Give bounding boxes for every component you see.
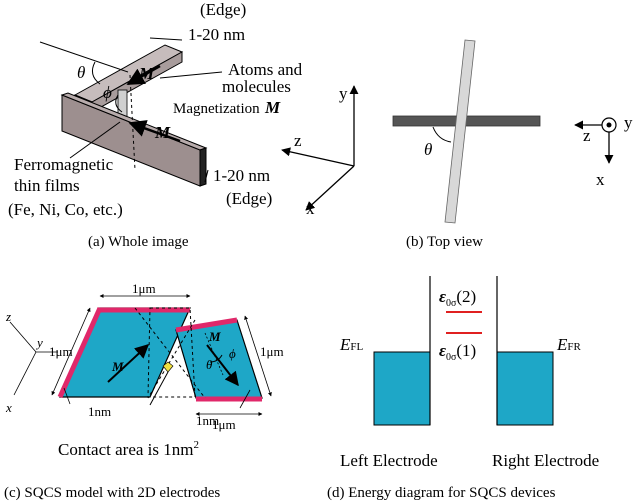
label-um-right: 1μm [260,344,284,359]
axis-y-a: y [339,84,348,103]
label-films-3: (Fe, Ni, Co, etc.) [8,200,123,219]
label-theta-a: θ [77,63,85,82]
axis-z-a: z [294,131,302,150]
label-level-1: ε0σ(1) [439,341,476,363]
dashed-axis [129,74,136,171]
axes-3d [281,85,359,211]
leader-films [69,121,121,159]
caption-a: (a) Whole image [88,234,189,250]
axis-x-line-c [13,351,37,396]
magnetization-arrow-left-c [107,344,150,383]
leader-edge-top [149,37,183,41]
label-level-2: ε0σ(2) [439,287,476,309]
label-theta-b: θ [424,140,432,159]
label-films-1: Ferromagnetic [14,155,114,174]
dim-nm-left [63,387,71,405]
label-um-left: 1μm [49,344,73,359]
label-nm-right: 1nm [196,413,219,428]
axis-y-b: y [624,113,633,132]
phi-arc [115,94,123,113]
panel-c: z y x M M θ ϕ 1μm 1μm 1μm [4,281,284,501]
axis-x-c: x [5,400,12,415]
label-EFR: EFR [556,335,582,354]
magnetization-arrow-top [126,64,161,86]
label-magnetization-M: M [264,98,281,117]
leader-atoms [159,71,223,79]
axis-y-c: y [35,335,43,350]
label-M-left-c: M [111,359,124,374]
dim-right [244,315,272,397]
label-theta-c: θ [206,357,213,372]
panel-a: (Edge) 1-20 nm θ M ϕ Atoms and molecules… [8,0,359,250]
axis-z-b: z [583,126,591,145]
top-view-film [444,39,476,224]
magnetization-arrow-bottom [128,120,181,143]
label-M-top: M [138,64,155,83]
label-contact-area: Contact area is 1nm2 [58,439,199,459]
dashed-diagonal-1 [134,307,206,399]
axis-z-line-c [9,321,37,353]
panel-d: EFL EFR ε0σ(2) ε0σ(1) Left Electrode Rig… [327,276,599,501]
label-edge-top: (Edge) [200,0,246,19]
label-M-right-c: M [208,329,221,344]
caption-d: (d) Energy diagram for SQCS devices [327,485,556,501]
reference-line [39,41,129,73]
right-electrode-d [496,351,554,426]
label-um-bottom: 1μm [212,417,236,432]
label-edge-bottom: (Edge) [226,189,272,208]
axis-x-a: x [306,199,315,218]
label-nm-bottom: 1-20 nm [213,166,270,185]
label-left-electrode: Left Electrode [340,451,438,470]
caption-c: (c) SQCS model with 2D electrodes [4,485,220,501]
axis-x-b: x [596,170,605,189]
label-atoms-1: Atoms and [228,60,303,79]
caption-b: (b) Top view [406,234,483,250]
magnetization-arrow-right-c [206,344,239,387]
panel-b: θ z y x (b) Top view [392,39,633,250]
overlap-outline [147,307,196,398]
right-electrode-edge-top [175,317,238,333]
label-phi-c: ϕ [229,346,236,361]
dim-nm-right [239,389,251,409]
theta-arc [91,61,101,85]
label-atoms-2: molecules [222,77,291,96]
theta-arc-c [209,354,223,363]
label-phi-a: ϕ [103,83,112,102]
leader-edge-bottom [204,169,209,183]
left-electrode-d [373,351,431,426]
label-right-electrode: Right Electrode [492,451,599,470]
axis-z-c: z [5,309,11,324]
label-um-top: 1μm [132,281,156,296]
axis-y-dot [606,122,612,128]
dim-left [51,307,91,396]
label-EFL: EFL [339,335,364,354]
leader-contact [149,371,169,406]
label-films-2: thin films [14,176,80,195]
label-nm-top: 1-20 nm [188,25,245,44]
theta-arc-b [432,126,452,143]
label-nm-left: 1nm [88,404,111,419]
label-M-bottom: M [154,123,171,142]
label-magnetization: Magnetization [173,101,260,117]
